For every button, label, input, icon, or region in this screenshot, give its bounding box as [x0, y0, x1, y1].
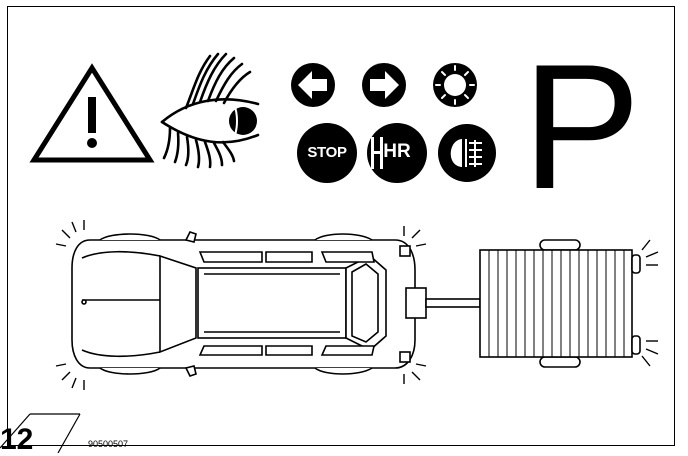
stop-icon [297, 123, 357, 183]
car-light-flashes [55, 220, 427, 390]
figure-code: 90500507 [88, 439, 129, 449]
trailer-light-flashes [641, 239, 659, 367]
car-top-view [71, 231, 481, 377]
stop-label: STOP [307, 144, 347, 161]
trailer-deck-slats [488, 250, 625, 357]
hazard-switch-label: HR [383, 141, 411, 162]
parking-icon: P [522, 27, 641, 226]
warning-triangle-icon [29, 63, 155, 163]
headlight-icon [438, 124, 496, 182]
hr-icon [367, 123, 427, 183]
trailer-top-view [479, 239, 641, 368]
right-arrow-icon [362, 63, 406, 107]
figure-number: 12 [0, 423, 34, 456]
figure-label-frame [0, 413, 81, 453]
left-arrow-icon [291, 63, 335, 107]
light-icon [433, 63, 477, 107]
eye-icon [160, 52, 260, 169]
